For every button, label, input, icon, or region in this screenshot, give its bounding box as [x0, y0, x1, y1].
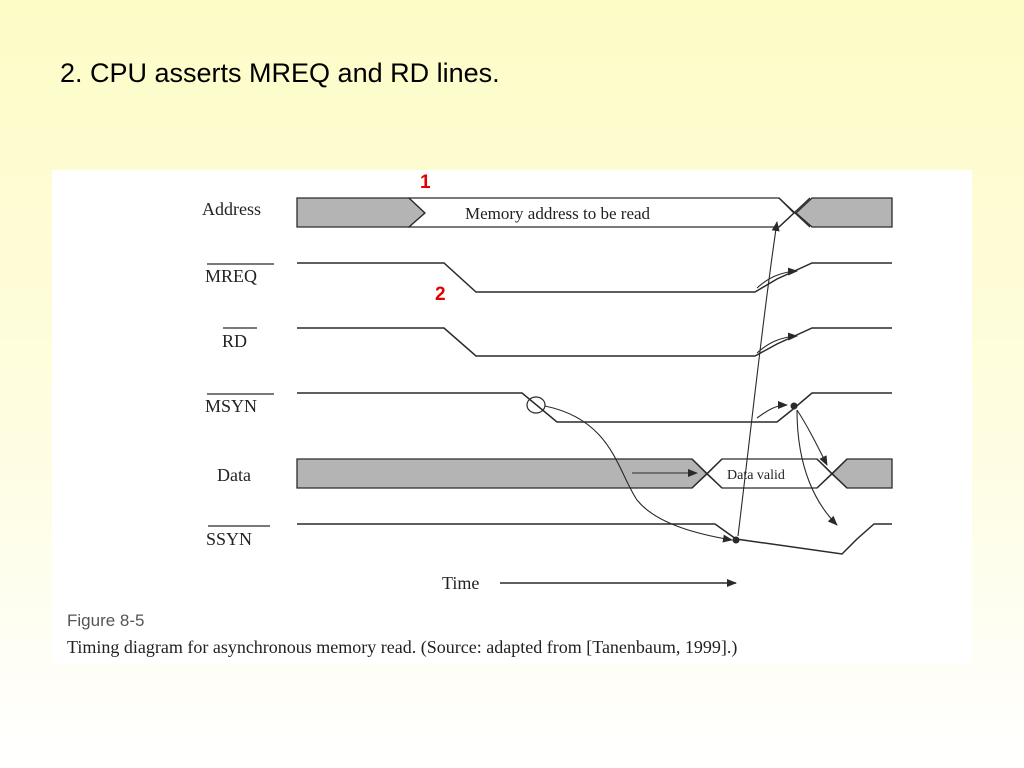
timing-diagram: Address MREQ RD MSYN Data SSYN Memory ad… [67, 197, 893, 658]
msyn-to-data-arrow [796, 409, 828, 466]
annotation-marker-1: 1 [420, 172, 431, 193]
msyn-to-ssyn-arrow [544, 405, 733, 543]
annotation-marker-2: 2 [435, 284, 446, 305]
ssyn-to-rd-arrow [756, 332, 798, 354]
msyn-label: MSYN [205, 396, 257, 416]
msyn-to-ssyn-release-arrow [796, 409, 838, 526]
msyn-waveform [297, 392, 892, 423]
data-bus-signal [296, 458, 893, 489]
address-bus-signal [296, 197, 893, 228]
ssyn-to-address-arrow [737, 221, 780, 537]
causality-arrows [544, 221, 838, 543]
ssyn-assert-dot [732, 536, 740, 544]
rd-waveform [297, 327, 892, 357]
mreq-label: MREQ [205, 266, 257, 286]
data-valid-text: Data valid [727, 468, 785, 483]
ssyn-waveform [297, 523, 892, 555]
data-label: Data [217, 465, 251, 485]
timing-diagram-figure: Address MREQ RD MSYN Data SSYN Memory ad… [52, 170, 972, 665]
rd-label: RD [222, 331, 247, 351]
msyn-release-dot [790, 402, 798, 410]
address-bus-text: Memory address to be read [465, 204, 651, 223]
ssyn-to-mreq-arrow [756, 267, 798, 289]
ssyn-to-msyn-arrow [756, 401, 788, 419]
figure-caption: Timing diagram for asynchronous memory r… [67, 637, 737, 658]
msyn-assert-circle [526, 396, 546, 414]
slide-title: 2. CPU asserts MREQ and RD lines. [60, 58, 500, 88]
time-label: Time [442, 573, 479, 593]
ssyn-label: SSYN [206, 529, 252, 549]
address-label: Address [202, 199, 261, 219]
figure-number: Figure 8-5 [67, 611, 144, 630]
mreq-waveform [297, 262, 892, 293]
